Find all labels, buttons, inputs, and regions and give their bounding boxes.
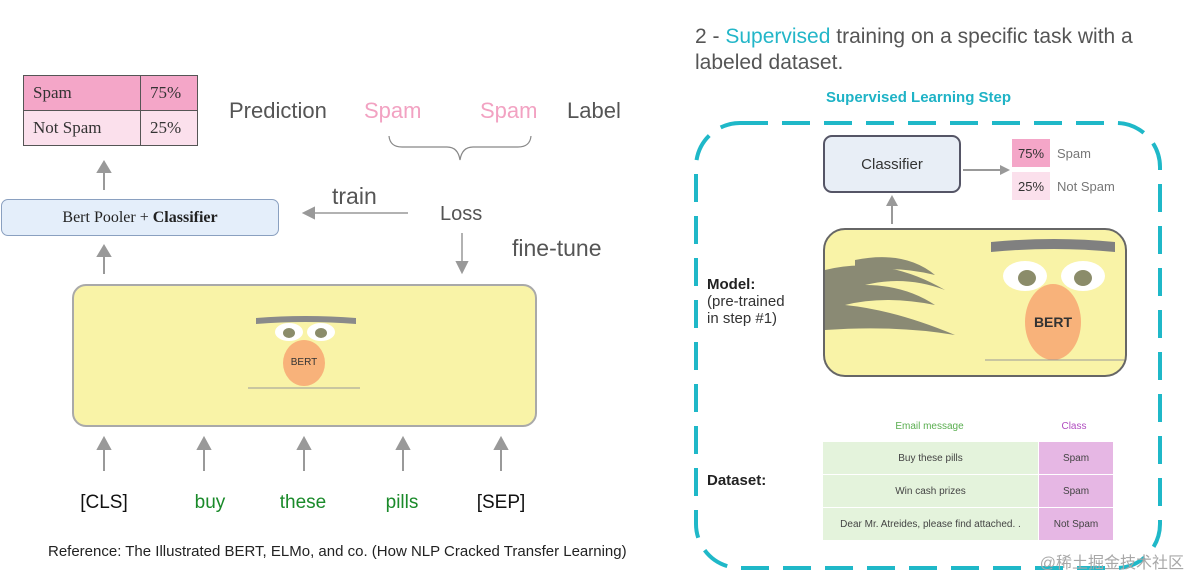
dataset-row: Buy these pills Spam: [822, 441, 1114, 475]
prediction-class: Spam: [23, 75, 141, 111]
output-label-spam: Spam: [1057, 146, 1091, 161]
dataset-class: Spam: [1038, 474, 1114, 508]
train-arrow-head: [301, 206, 315, 220]
label-brace: [388, 135, 532, 161]
step-title: Supervised Learning Step: [826, 89, 1012, 106]
model-sub1: (pre-trained: [707, 293, 785, 310]
prediction-prob: 25%: [140, 110, 198, 146]
bert-hair-icon: [825, 257, 955, 335]
up-arrow-head: [96, 160, 112, 173]
prediction-label: Prediction: [229, 98, 327, 123]
dataset-header-message: Email message: [895, 421, 964, 432]
classifier-label: Classifier: [861, 155, 923, 173]
output-prob-spam: 75%: [1012, 139, 1050, 167]
token-cls: [CLS]: [80, 492, 128, 513]
heading-prefix: 2 -: [695, 25, 726, 48]
predicted-value: Spam: [364, 98, 422, 123]
label-label: Label: [567, 98, 621, 123]
loss-label: Loss: [440, 203, 483, 225]
prediction-row: Spam 75%: [23, 75, 198, 111]
left-diagram-graphics: [96, 135, 532, 471]
heading-highlight: Supervised: [725, 25, 831, 48]
dataset-label-group: Dataset:: [707, 472, 766, 489]
bert-model-box-right: BERT: [823, 228, 1127, 377]
output-label-not-spam: Not Spam: [1057, 179, 1115, 194]
token-buy: buy: [194, 492, 226, 513]
prediction-class: Not Spam: [23, 110, 141, 146]
dataset-row: Win cash prizes Spam: [822, 474, 1114, 508]
dataset-table: Buy these pills Spam Win cash prizes Spa…: [822, 441, 1114, 541]
output-prob-not-spam: 25%: [1012, 172, 1050, 200]
bert-face-left: [248, 316, 360, 389]
loss-arrow-head: [455, 261, 469, 275]
prediction-row: Not Spam 25%: [23, 110, 198, 146]
supervised-step-frame: [694, 121, 1162, 570]
prediction-table: Spam 75% Not Spam 25%: [23, 75, 198, 146]
reference-text: Reference: The Illustrated BERT, ELMo, a…: [48, 543, 627, 560]
token-pills: pills: [385, 492, 419, 513]
model-sub2: in step #1): [707, 310, 778, 327]
dataset-header-class: Class: [1061, 421, 1087, 432]
classifier-box: Classifier: [823, 135, 961, 193]
up-arrow-head: [96, 244, 112, 257]
actual-value: Spam: [480, 98, 538, 123]
watermark: @稀土掘金技术社区: [1039, 555, 1184, 572]
pooler-text: Bert Pooler +: [62, 208, 149, 226]
model-label: Model:: [707, 276, 756, 293]
dataset-message: Dear Mr. Atreides, please find attached.…: [822, 507, 1039, 541]
dataset-class: Spam: [1038, 441, 1114, 475]
train-label: train: [332, 183, 377, 209]
bert-face-right: [825, 239, 1125, 361]
bert-pooler-classifier: Bert Pooler + Classifier: [1, 199, 279, 236]
dataset-message: Win cash prizes: [822, 474, 1039, 508]
prediction-prob: 75%: [140, 75, 198, 111]
pooler-classifier-text: Classifier: [152, 208, 218, 226]
dataset-label: Dataset:: [707, 472, 767, 489]
classifier-arrow-head: [886, 195, 898, 206]
token-arrows: [96, 435, 509, 471]
bert-face-text-right: BERT: [1033, 314, 1073, 330]
dataset-class: Not Spam: [1038, 507, 1114, 541]
heading-rest: training on a specific task with a label…: [695, 25, 1133, 74]
output-arrow-head: [1000, 165, 1010, 175]
dataset-row: Dear Mr. Atreides, please find attached.…: [822, 507, 1114, 541]
bert-face-text-left: BERT: [290, 357, 318, 368]
token-these: these: [279, 492, 327, 513]
token-sep: [SEP]: [476, 492, 526, 513]
model-label-group: Model: (pre-trained in step #1): [707, 276, 785, 327]
supervised-heading: 2 - Supervised training on a specific ta…: [695, 24, 1175, 76]
dataset-message: Buy these pills: [822, 441, 1039, 475]
fine-tune-label: fine-tune: [512, 235, 602, 261]
